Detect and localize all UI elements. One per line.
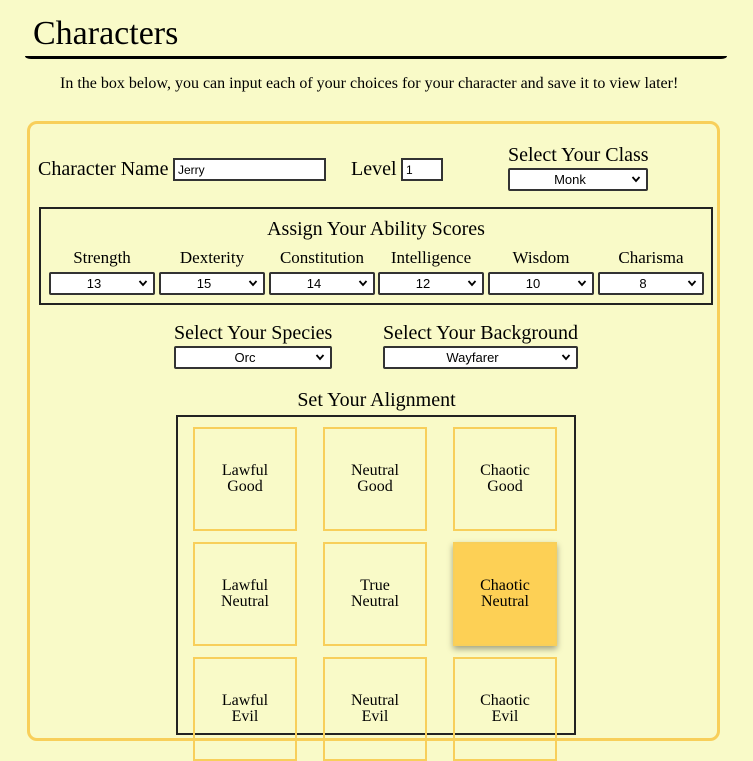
- alignment-line1: Lawful: [221, 577, 269, 594]
- chevron-down-icon: [315, 354, 325, 361]
- chevron-down-icon: [631, 176, 641, 183]
- constitution-value: 14: [306, 276, 322, 291]
- intelligence-value: 12: [415, 276, 431, 291]
- character-name-label: Character Name: [38, 158, 169, 180]
- background-label: Select Your Background: [383, 322, 578, 344]
- alignment-line2: Evil: [361, 708, 389, 725]
- alignment-line2: Good: [227, 478, 263, 495]
- ability-intelligence: Intelligence 12: [378, 247, 484, 295]
- dexterity-value: 15: [196, 276, 212, 291]
- strength-value: 13: [86, 276, 102, 291]
- intro-text: In the box below, you can input each of …: [60, 75, 679, 92]
- charisma-value: 8: [639, 276, 647, 291]
- alignment-line1: True: [360, 577, 390, 594]
- alignment-line2: Neutral: [481, 593, 529, 610]
- charisma-select[interactable]: 8: [598, 272, 704, 295]
- chevron-down-icon: [577, 280, 587, 287]
- ability-scores-box: Assign Your Ability Scores Strength 13 D…: [39, 207, 713, 305]
- alignment-line2: Evil: [231, 708, 259, 725]
- chevron-down-icon: [687, 280, 697, 287]
- ability-name: Intelligence: [390, 248, 472, 267]
- dexterity-select[interactable]: 15: [159, 272, 265, 295]
- ability-scores-title: Assign Your Ability Scores: [267, 218, 485, 240]
- species-select[interactable]: Orc: [174, 346, 332, 369]
- chevron-down-icon: [467, 280, 477, 287]
- alignment-line1: Neutral: [351, 462, 399, 479]
- level-input[interactable]: 1: [401, 158, 443, 181]
- alignment-line1: Lawful: [221, 692, 269, 709]
- background-select-value: Wayfarer: [446, 350, 499, 365]
- intelligence-select[interactable]: 12: [378, 272, 484, 295]
- ability-wisdom: Wisdom 10: [488, 247, 594, 295]
- chevron-down-icon: [358, 280, 368, 287]
- ability-constitution: Constitution 14: [269, 247, 375, 295]
- chevron-down-icon: [248, 280, 258, 287]
- level-label: Level: [351, 158, 397, 180]
- class-label: Select Your Class: [508, 144, 649, 166]
- alignment-line1: Chaotic: [480, 462, 530, 479]
- background-select[interactable]: Wayfarer: [383, 346, 578, 369]
- ability-name: Wisdom: [512, 248, 570, 267]
- alignment-line2: Good: [357, 478, 393, 495]
- ability-dexterity: Dexterity 15: [159, 247, 265, 295]
- species-select-value: Orc: [234, 350, 256, 365]
- ability-name: Dexterity: [179, 248, 245, 267]
- alignment-line1: Lawful: [221, 462, 269, 479]
- alignment-line2: Neutral: [351, 593, 399, 610]
- ability-name: Charisma: [618, 248, 684, 267]
- wisdom-value: 10: [525, 276, 541, 291]
- class-select-value: Monk: [554, 172, 586, 187]
- alignment-line1: Chaotic: [480, 692, 530, 709]
- wisdom-select[interactable]: 10: [488, 272, 594, 295]
- chevron-down-icon: [561, 354, 571, 361]
- ability-name: Strength: [73, 248, 131, 267]
- ability-strength: Strength 13: [49, 247, 155, 295]
- ability-name: Constitution: [279, 248, 365, 267]
- alignment-title: Set Your Alignment: [297, 389, 456, 411]
- page-title: Characters: [33, 15, 179, 52]
- alignment-line1: Chaotic: [480, 577, 530, 594]
- constitution-select[interactable]: 14: [269, 272, 375, 295]
- alignment-line2: Good: [487, 478, 523, 495]
- chevron-down-icon: [138, 280, 148, 287]
- alignment-line1: Neutral: [351, 692, 399, 709]
- title-underline: [25, 56, 727, 59]
- class-select[interactable]: Monk: [508, 168, 648, 191]
- alignment-line2: Evil: [491, 708, 519, 725]
- character-name-input[interactable]: Jerry: [173, 158, 326, 181]
- alignment-line2: Neutral: [221, 593, 269, 610]
- strength-select[interactable]: 13: [49, 272, 155, 295]
- ability-charisma: Charisma 8: [598, 247, 704, 295]
- species-label: Select Your Species: [174, 322, 333, 344]
